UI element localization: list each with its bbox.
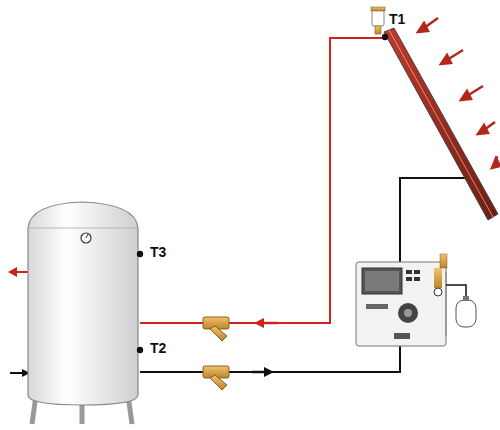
return-pipe — [140, 345, 400, 372]
pump-station — [356, 254, 447, 346]
air-vent — [371, 7, 385, 34]
sensor-dot — [137, 251, 143, 257]
hot-outlet-arrow — [8, 267, 17, 277]
flow-pipe — [140, 38, 383, 323]
flow-arrow — [254, 318, 278, 328]
sensor-dot — [382, 34, 388, 40]
expansion-vessel — [446, 285, 476, 327]
collector-return-pipe — [400, 178, 468, 262]
sensor-dot — [137, 347, 143, 353]
strainer — [203, 317, 229, 341]
sensor-label: T3 — [149, 245, 167, 259]
sensor-label: T1 — [388, 12, 406, 26]
flow-arrow — [252, 367, 274, 377]
sunlight-arrows — [418, 18, 500, 168]
sensor-label: T2 — [149, 341, 167, 355]
strainer — [203, 366, 229, 390]
solar-collector — [384, 28, 498, 220]
hot-outlet-pipe — [16, 271, 28, 273]
storage-tank — [28, 202, 138, 424]
